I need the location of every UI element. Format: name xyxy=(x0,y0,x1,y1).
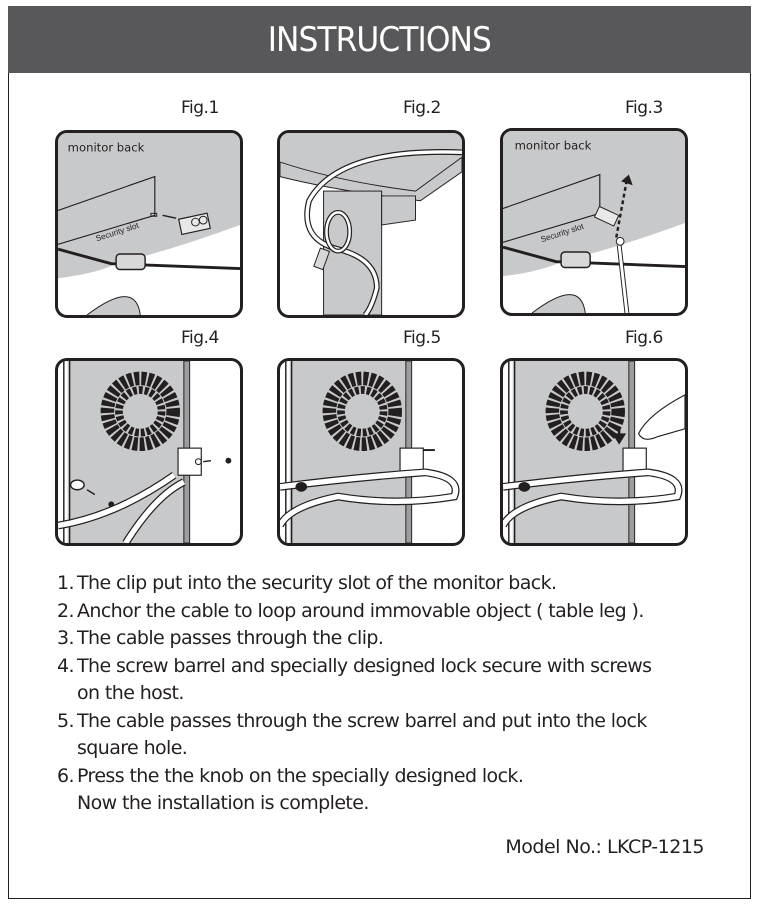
fig-2-label: Fig.2 xyxy=(403,98,441,118)
screw-barrel-icon xyxy=(69,479,85,491)
security-slot-icon xyxy=(150,212,158,217)
fig-2-illustration xyxy=(277,130,465,318)
fan-vent-icon xyxy=(322,371,402,452)
fan-vent-icon xyxy=(100,371,180,452)
arrow-icon xyxy=(203,459,212,463)
monitor-back-text: monitor back xyxy=(515,138,592,152)
step-3: 3. The cable passes through the clip. xyxy=(57,627,384,649)
fig-1-label: Fig.1 xyxy=(181,98,219,118)
cable-line xyxy=(58,247,240,270)
step-4: 4. The screw barrel and specially design… xyxy=(57,654,652,705)
fig-3-label: Fig.3 xyxy=(625,98,663,118)
fig-4-illustration xyxy=(55,358,243,546)
monitor-clip-illustration: monitor back Security slot xyxy=(58,133,240,315)
cable-connector xyxy=(115,253,146,271)
monitor-stand xyxy=(86,296,141,315)
page-title: INSTRUCTIONS xyxy=(267,19,492,60)
monitor-back-text: monitor back xyxy=(68,140,145,154)
table-leg-illustration xyxy=(280,133,462,315)
cable-connector xyxy=(560,251,591,269)
fig-5-illustration xyxy=(277,358,465,546)
fig-4-label: Fig.4 xyxy=(181,328,219,348)
screw-barrel-icon xyxy=(518,482,531,492)
arrow-icon xyxy=(162,214,177,219)
cable-through-barrel-illustration xyxy=(280,361,460,543)
monitor-back-shape xyxy=(58,133,240,279)
model-number: Model No.: LKCP-1215 xyxy=(505,836,704,858)
fig-6-illustration xyxy=(500,358,688,546)
step-5: 5. The cable passes through the screw ba… xyxy=(57,709,647,760)
arrow-down-icon xyxy=(612,426,627,445)
clip-icon xyxy=(593,205,620,227)
step-2: 2. Anchor the cable to loop around immov… xyxy=(57,599,644,622)
page-frame xyxy=(8,6,751,899)
fan-vent-icon xyxy=(545,371,625,452)
header-bar: INSTRUCTIONS xyxy=(8,6,751,73)
host-screw-lock-illustration xyxy=(58,361,232,543)
press-knob-illustration xyxy=(503,361,685,543)
cable-tip xyxy=(615,237,625,246)
step-6: 6. Press the the knob on the specially d… xyxy=(57,764,524,815)
fig-6-label: Fig.6 xyxy=(625,328,663,348)
cable-end-sleeve xyxy=(313,247,331,271)
lock-body-icon xyxy=(177,447,202,476)
finger-icon xyxy=(637,394,685,440)
cable-through-clip-illustration: monitor back Security slot xyxy=(503,131,685,313)
instruction-steps: 1. The clip put into the security slot o… xyxy=(57,570,737,818)
fig-1-illustration: monitor back Security slot xyxy=(55,130,243,318)
fig-3-illustration: monitor back Security slot xyxy=(500,128,688,316)
step-1: 1. The clip put into the security slot o… xyxy=(57,572,557,594)
screw-barrel-icon xyxy=(295,482,308,492)
clip-icon xyxy=(177,212,211,236)
screw-icon xyxy=(225,457,232,464)
fig-5-label: Fig.5 xyxy=(403,328,441,348)
dotted-arrow-icon xyxy=(615,179,629,238)
monitor-edge-line xyxy=(58,175,156,245)
